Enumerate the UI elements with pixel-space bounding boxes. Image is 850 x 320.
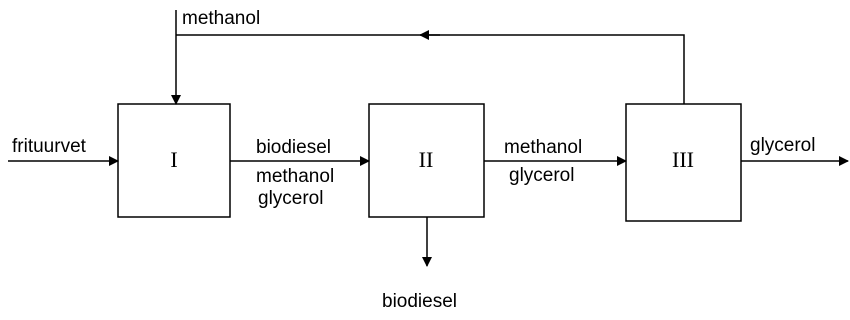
stream-1-2-label-methanol: methanol [256,166,335,187]
unit-label-3: III [672,147,694,172]
unit-label-1: I [170,147,178,172]
stream-2-3-label-glycerol: glycerol [509,165,575,186]
frituurvet-label: frituurvet [12,136,86,157]
stream-1-2-label-biodiesel: biodiesel [256,137,331,158]
stream-1-2-label-glycerol: glycerol [258,188,324,209]
glycerol-out-label: glycerol [750,135,816,156]
stream-2-3-label-methanol: methanol [504,137,583,158]
recycle-line [176,34,685,104]
methanol-feed-label: methanol [182,8,261,29]
unit-label-2: II [418,147,434,172]
biodiesel-out-label: biodiesel [382,291,457,312]
